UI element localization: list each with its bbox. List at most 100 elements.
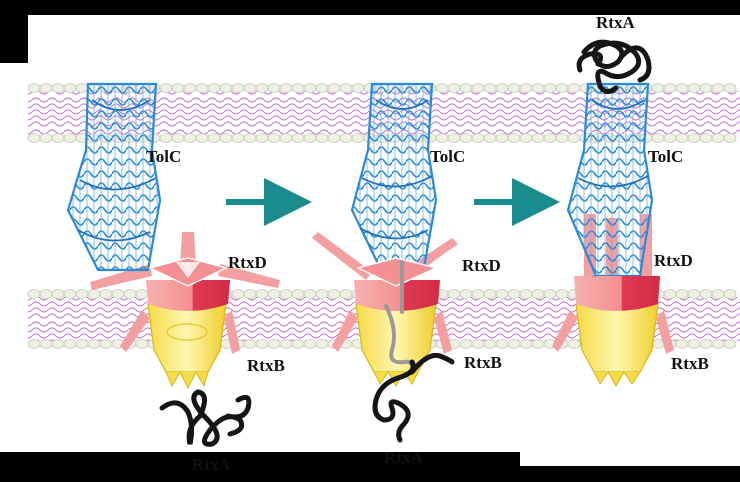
lipid-head: [183, 83, 197, 93]
lipid-head: [327, 289, 341, 299]
lipid-head: [303, 83, 317, 93]
rtxb-label: RtxB: [671, 354, 709, 373]
tolc-channel: [66, 82, 162, 272]
lipid-head: [291, 339, 305, 349]
rtxb-label: RtxB: [247, 356, 285, 375]
lipid-head: [63, 133, 77, 143]
lipid-head: [351, 83, 365, 93]
lipid-head: [723, 289, 737, 299]
lipid-head: [75, 83, 89, 93]
lipid-head: [279, 83, 293, 93]
lipid-head: [471, 289, 485, 299]
lipid-head: [303, 289, 317, 299]
lipid-head: [195, 133, 209, 143]
lipid-head: [459, 289, 473, 299]
lipid-head: [711, 339, 725, 349]
lipid-head: [39, 339, 53, 349]
lipid-head: [27, 289, 41, 299]
rtxa-chain: [372, 260, 455, 443]
lipid-head: [63, 83, 77, 93]
lipid-head: [519, 133, 533, 143]
lipid-head: [687, 339, 701, 349]
lipid-head: [507, 289, 521, 299]
lipid-head: [567, 83, 581, 93]
lipid-head: [207, 133, 221, 143]
lipid-head: [231, 133, 245, 143]
lipid-head: [243, 133, 257, 143]
lipid-head: [567, 339, 581, 349]
lipid-head: [675, 83, 689, 93]
lipid-head: [495, 289, 509, 299]
canvas-frame-bottom: [0, 452, 520, 482]
lipid-head: [519, 289, 533, 299]
rtxa-chain: [576, 39, 652, 94]
lipid-head: [507, 133, 521, 143]
lipid-head: [471, 133, 485, 143]
lipid-head: [699, 83, 713, 93]
lipid-head: [675, 339, 689, 349]
lipid-head: [459, 133, 473, 143]
lipid-head: [243, 83, 257, 93]
lipid-head: [315, 133, 329, 143]
stage-2: TolC RtxD RtxB RtxA: [312, 82, 502, 467]
lipid-head: [111, 289, 125, 299]
rtxb-body: [120, 303, 240, 390]
lipid-head: [135, 339, 149, 349]
lipid-head: [567, 133, 581, 143]
lipid-head: [51, 133, 65, 143]
rtxd-ring: [354, 257, 440, 311]
lipid-head: [327, 133, 341, 143]
lipid-head: [75, 339, 89, 349]
lipid-head: [195, 83, 209, 93]
lipid-head: [183, 133, 197, 143]
lipid-head: [675, 133, 689, 143]
lipid-head: [471, 83, 485, 93]
lipid-head: [267, 133, 281, 143]
lipid-head: [243, 289, 257, 299]
lipid-head: [51, 289, 65, 299]
lipid-head: [303, 339, 317, 349]
lipid-head: [687, 289, 701, 299]
lipid-head: [507, 83, 521, 93]
lipid-head: [159, 83, 173, 93]
lipid-head: [315, 339, 329, 349]
stage-3: TolC RtxD RtxB RtxA: [552, 13, 709, 388]
lipid-head: [699, 289, 713, 299]
lipid-head: [531, 289, 545, 299]
lipid-head: [171, 133, 185, 143]
lipid-head: [663, 83, 677, 93]
lipid-head: [459, 339, 473, 349]
rtxd-ring: [574, 276, 660, 311]
lipid-head: [531, 83, 545, 93]
lipid-head: [483, 133, 497, 143]
lipid-head: [327, 83, 341, 93]
lipid-head: [555, 133, 569, 143]
lipid-head: [711, 133, 725, 143]
lipid-head: [267, 289, 281, 299]
lipid-head: [723, 339, 737, 349]
lipid-head: [171, 83, 185, 93]
lipid-head: [723, 133, 737, 143]
lipid-head: [87, 289, 101, 299]
lipid-head: [243, 339, 257, 349]
canvas-frame-left: [0, 15, 28, 63]
lipid-head: [63, 339, 77, 349]
lipid-head: [39, 133, 53, 143]
lipid-head: [483, 83, 497, 93]
lipid-head: [135, 289, 149, 299]
lipid-head: [447, 83, 461, 93]
lipid-head: [711, 289, 725, 299]
lipid-head: [723, 83, 737, 93]
lipid-head: [27, 83, 41, 93]
lipid-head: [27, 133, 41, 143]
lipid-head: [27, 339, 41, 349]
rtxa-chain: [159, 389, 252, 447]
lipid-head: [291, 133, 305, 143]
lipid-head: [219, 133, 233, 143]
rtxa-label: RtxA: [596, 13, 635, 32]
lipid-head: [495, 133, 509, 143]
lipid-head: [651, 133, 665, 143]
lipid-head: [231, 289, 245, 299]
